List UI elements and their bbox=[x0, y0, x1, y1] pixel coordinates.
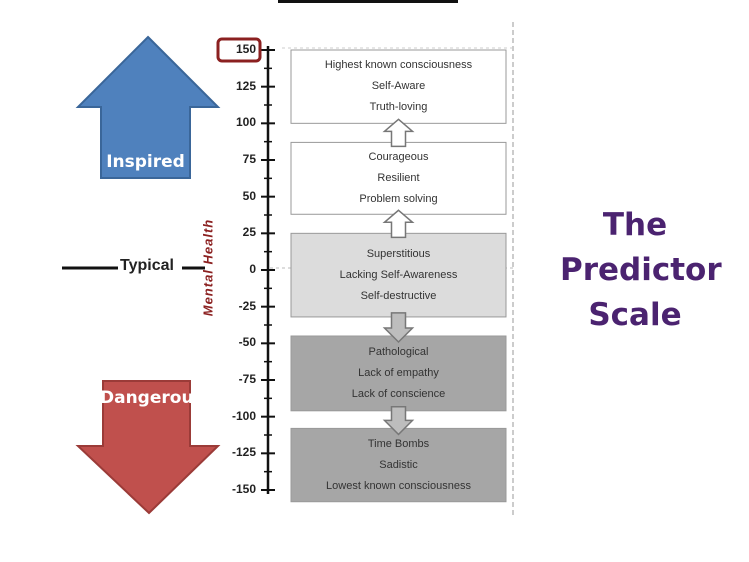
title-line-3: Scale bbox=[588, 297, 682, 333]
tick-label: -75 bbox=[238, 372, 256, 386]
title-line-1: The bbox=[602, 207, 668, 243]
level-text-line: Superstitious bbox=[366, 247, 431, 260]
level-box bbox=[290, 141, 507, 215]
axis-title: Mental Health bbox=[200, 218, 216, 317]
up-connector-arrow bbox=[382, 118, 415, 148]
typical-label: Typical bbox=[120, 257, 174, 274]
level-connector-arrows bbox=[382, 118, 415, 436]
tick-label: -150 bbox=[231, 482, 256, 496]
level-text-line: Sadistic bbox=[379, 458, 418, 471]
level-text-line: Self-destructive bbox=[360, 289, 437, 302]
level-text-line: Self-Aware bbox=[371, 80, 426, 93]
tick-label: 150 bbox=[235, 42, 256, 56]
down-connector-arrow bbox=[382, 406, 415, 436]
dangerous-arrow bbox=[75, 380, 221, 515]
tick-label: 0 bbox=[249, 262, 256, 276]
level-text-line: Time Bombs bbox=[367, 437, 430, 450]
level-box bbox=[290, 335, 507, 412]
up-connector-arrow bbox=[382, 209, 415, 239]
tick-label: 75 bbox=[242, 152, 256, 166]
level-text-line: Lacking Self-Awareness bbox=[339, 268, 458, 281]
level-text-line: Lack of conscience bbox=[351, 387, 446, 400]
level-text-line: Pathological bbox=[368, 345, 429, 358]
dangerous-label: Dangerous bbox=[100, 388, 204, 408]
level-text-line: Courageous bbox=[368, 150, 429, 163]
tick-label: 100 bbox=[235, 115, 256, 130]
tick-label: 25 bbox=[242, 225, 256, 240]
tick-label: 50 bbox=[242, 188, 256, 203]
inspired-label: Inspired bbox=[106, 152, 185, 172]
down-connector-arrow bbox=[382, 312, 415, 344]
level-text-line: Lack of empathy bbox=[358, 366, 439, 379]
level-text-line: Highest known consciousness bbox=[324, 59, 473, 72]
level-text-line: Truth-loving bbox=[369, 101, 428, 114]
top-rule bbox=[278, 0, 458, 3]
tick-marks bbox=[261, 49, 275, 491]
tick-label: 125 bbox=[235, 78, 256, 93]
level-text-line: Resilient bbox=[377, 171, 420, 184]
level-box bbox=[290, 232, 507, 318]
level-text-line: Lowest known consciousness bbox=[326, 479, 471, 492]
tick-label: -125 bbox=[231, 445, 256, 460]
tick-label: -50 bbox=[238, 335, 256, 350]
level-box bbox=[290, 49, 507, 124]
level-boxes bbox=[290, 49, 507, 503]
page-title: The Predictor Scale bbox=[560, 203, 722, 338]
title-line-2: Predictor bbox=[560, 252, 722, 288]
tick-label: -100 bbox=[231, 408, 256, 423]
max-value-highlight bbox=[216, 37, 262, 63]
inspired-arrow bbox=[75, 35, 221, 179]
level-text-line: Problem solving bbox=[359, 192, 438, 205]
tick-label: -25 bbox=[238, 298, 256, 313]
